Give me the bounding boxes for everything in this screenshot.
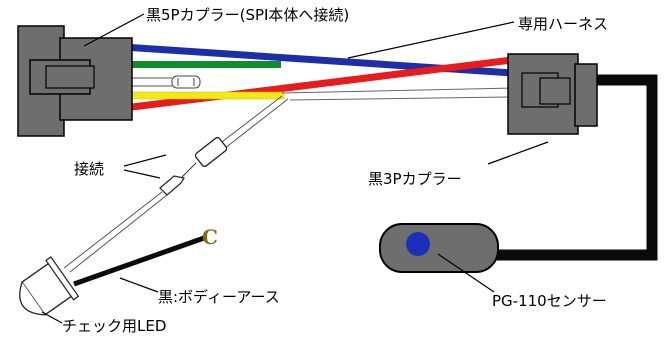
label-check-led: チェック用LED [62, 317, 166, 335]
label-sensor: PG-110センサー [492, 292, 607, 310]
label-harness: 専用ハーネス [518, 15, 608, 33]
harness-wires [123, 43, 513, 153]
earth-wire [73, 235, 205, 287]
wire-red [123, 56, 513, 112]
sensor-cable [490, 74, 658, 261]
label-connection: 接続 [74, 160, 104, 178]
wire-green [124, 61, 281, 68]
inline-connection [63, 137, 228, 273]
check-led [19, 256, 80, 316]
wire-white-to-3p-b [289, 96, 513, 101]
label-connector-3p: 黒3Pカプラー [368, 170, 462, 188]
ring-terminal: C [202, 225, 218, 249]
connector-3p [507, 53, 598, 135]
wire-yellow [123, 91, 285, 100]
wire-white-led-1 [213, 95, 283, 149]
pg110-sensor [379, 223, 499, 273]
label-body-earth: 黒:ボディーアース [158, 288, 280, 306]
wire-white-led-2 [219, 98, 289, 153]
label-connector-5p: 黒5Pカプラー(SPI本体へ接続) [146, 6, 349, 24]
leader-lines [41, 13, 549, 324]
terminal-pin [171, 75, 201, 89]
wire-white-to-3p [281, 87, 513, 94]
sensor-lens [406, 232, 430, 256]
connector-5p [17, 25, 133, 137]
